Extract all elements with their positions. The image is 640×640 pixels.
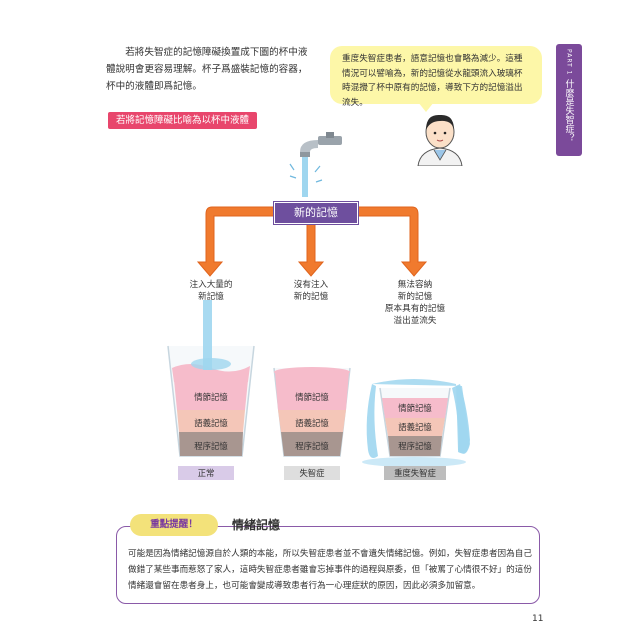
cup2-layer-episodic: 情節記憶: [295, 392, 329, 402]
branch-caption-dementia: 沒有注入 新的記憶: [293, 280, 329, 302]
callout-tag: 重點提醒！: [130, 514, 218, 536]
cup-normal: [167, 300, 255, 457]
doctor-avatar: [417, 114, 463, 166]
branch-caption-normal: 注入大量的 新記憶: [189, 280, 233, 302]
page-number: 11: [532, 614, 544, 624]
chapter-side-tab: PART 1 什麼是失智症？: [556, 44, 582, 156]
branch-caption-severe: 無法容納 新的記憶: [397, 280, 433, 302]
callout-body: 可能是因為情緒記憶源自於人類的本能，所以失智症患者並不會遺失情緒記憶。例如，失智…: [128, 549, 532, 591]
cup-dementia: [273, 367, 351, 457]
cup2-layer-procedural: 程序記憶: [295, 441, 329, 451]
status-normal: 正常: [178, 466, 234, 480]
branch-note-severe: 原本具有的記憶 溢出並流失: [384, 304, 446, 326]
memory-cup-diagram: [167, 132, 470, 467]
cup1-layer-episodic: 情節記憶: [194, 392, 228, 402]
new-memory-label: 新的記憶: [274, 202, 358, 224]
speech-bubble-tail: [418, 102, 434, 112]
speech-bubble: 重度失智症患者，語意記憶也會略為減少。這種情況可以譬喻為，新的記憶從水龍頭流入玻…: [330, 46, 542, 108]
cup2-layer-semantic: 語義記憶: [295, 418, 329, 428]
cup3-layer-episodic: 情節記憶: [398, 403, 432, 413]
cup3-layer-procedural: 程序記憶: [398, 441, 432, 451]
status-dementia: 失智症: [284, 466, 340, 480]
chapter-title: 什麼是失智症？: [563, 79, 574, 143]
cup1-layer-procedural: 程序記憶: [194, 441, 228, 451]
callout-title: 情緒記憶: [232, 518, 281, 532]
section-banner: 若將記憶障礙比喻為以杯中液體: [108, 112, 258, 129]
callout-box: [116, 526, 540, 604]
cup-severe-dementia: [362, 379, 470, 467]
cup1-layer-semantic: 語義記憶: [194, 418, 228, 428]
part-number: PART 1: [565, 49, 573, 76]
status-severe-dementia: 重度失智症: [384, 466, 446, 480]
intro-paragraph: 若將失智症的記憶障礙換置成下圖的杯中液體說明會更容易理解。杯子爲盛裝記憶的容器，…: [106, 47, 308, 92]
faucet-icon: [300, 132, 342, 157]
cup3-layer-semantic: 語義記憶: [398, 422, 432, 432]
